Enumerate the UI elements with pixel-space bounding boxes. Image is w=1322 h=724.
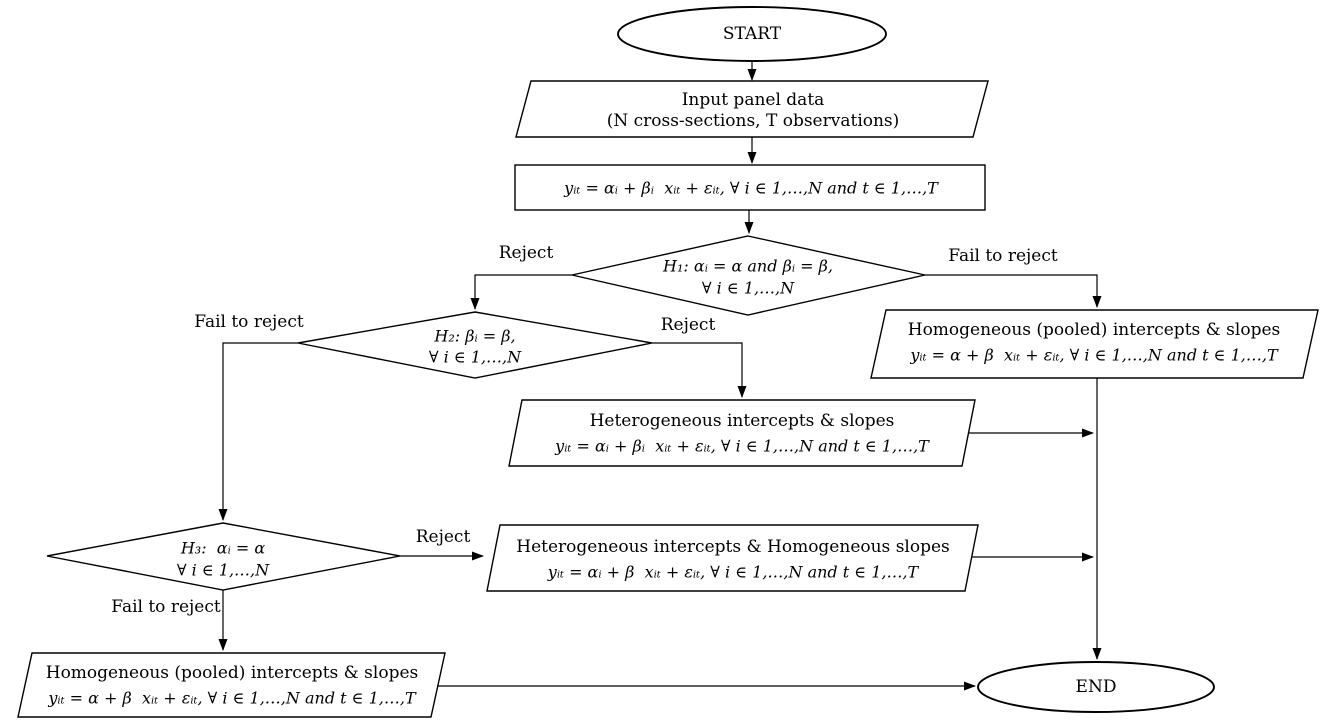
input-parallelogram-shape — [515, 80, 989, 138]
hetero-title: Heterogeneous intercepts & slopes — [589, 410, 895, 431]
h3-condition-line1: H₃: αᵢ = α — [180, 538, 266, 558]
h1-condition-line2: ∀ i ∈ 1,…,N — [701, 278, 795, 298]
input-node-line1: Input panel data — [681, 89, 825, 110]
pooled-top-parallelogram-shape — [870, 309, 1319, 379]
edge-label-h1-reject: Reject — [498, 242, 554, 263]
h3-condition-line2: ∀ i ∈ 1,…,N — [176, 560, 270, 580]
edge-h1-fail-to-pooled-top — [925, 274, 1102, 308]
h1-condition-line1: H₁: αᵢ = α and βᵢ = β, — [663, 256, 833, 276]
edge-h2-reject-to-hetero — [652, 342, 747, 398]
h2-decision-diamond-shape — [297, 311, 653, 379]
pooled-top-title: Homogeneous (pooled) intercepts & slopes — [907, 319, 1281, 340]
edge-label-h3-reject: Reject — [415, 526, 471, 547]
h1-decision-diamond-shape — [571, 235, 926, 316]
hetero-homo-equation: yᵢₜ = αᵢ + β xᵢₜ + εᵢₜ, ∀ i ∈ 1,…,N and … — [547, 562, 919, 582]
end-terminator-shape — [977, 661, 1215, 713]
hetero-homo-parallelogram-shape — [486, 524, 979, 592]
edge-h1-reject-to-h2 — [470, 274, 572, 310]
h2-condition-line2: ∀ i ∈ 1,…,N — [428, 347, 522, 367]
h2-condition-line1: H₂: βᵢ = β, — [434, 326, 516, 346]
edge-label-h1-fail-to-reject: Fail to reject — [948, 245, 1058, 266]
edge-label-h3-fail-to-reject: Fail to reject — [111, 596, 221, 617]
hetero-equation: yᵢₜ = αᵢ + βᵢ xᵢₜ + εᵢₜ, ∀ i ∈ 1,…,N and… — [555, 436, 929, 456]
hetero-homo-title: Heterogeneous intercepts & Homogeneous s… — [516, 536, 950, 557]
h3-decision-diamond-shape — [46, 522, 401, 591]
input-node-line2: (N cross-sections, T observations) — [606, 110, 900, 131]
start-label: START — [722, 23, 782, 44]
model-rectangle-shape — [514, 164, 986, 211]
model-equation: yᵢₜ = αᵢ + βᵢ xᵢₜ + εᵢₜ, ∀ i ∈ 1,…,N and… — [564, 178, 938, 198]
pooled-bottom-title: Homogeneous (pooled) intercepts & slopes — [45, 662, 419, 683]
pooled-top-equation: yᵢₜ = α + β xᵢₜ + εᵢₜ, ∀ i ∈ 1,…,N and t… — [910, 345, 1278, 365]
start-terminator-shape — [617, 6, 887, 62]
pooled-bottom-parallelogram-shape — [17, 652, 446, 718]
end-label: END — [1075, 676, 1117, 697]
edge-label-h2-reject: Reject — [660, 314, 716, 335]
edge-label-h2-fail-to-reject: Fail to reject — [194, 311, 304, 332]
edge-h2-fail-to-h3 — [218, 342, 298, 521]
pooled-bottom-equation: yᵢₜ = α + β xᵢₜ + εᵢₜ, ∀ i ∈ 1,…,N and t… — [48, 688, 416, 708]
hetero-parallelogram-shape — [508, 399, 976, 467]
